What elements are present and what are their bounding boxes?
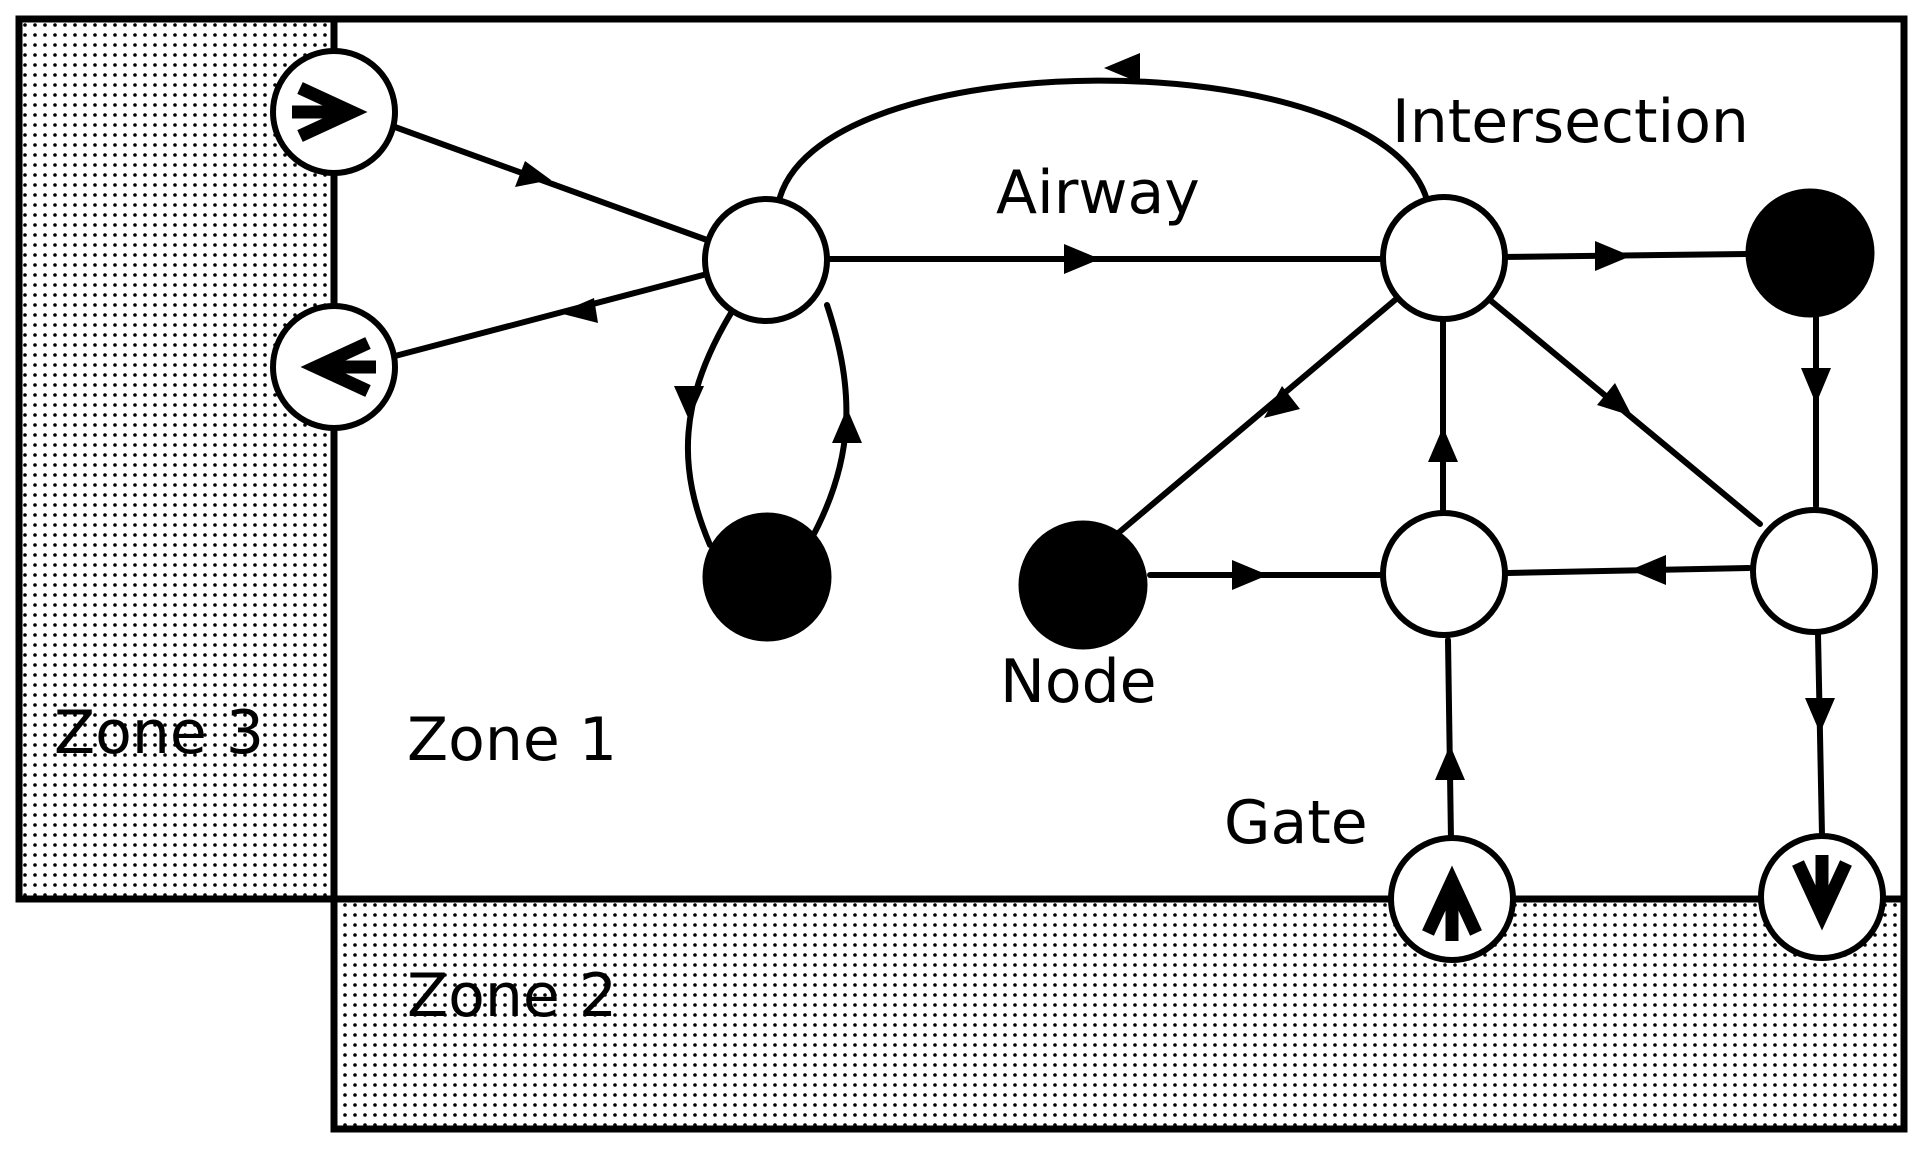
arrowhead-left [1104, 53, 1140, 83]
gates [270, 48, 1886, 963]
arrowhead [1264, 386, 1300, 418]
exit-gate-zone2 [1758, 833, 1886, 961]
airway-label: Airway [996, 158, 1200, 228]
east-filled-node [1745, 188, 1875, 318]
arrowhead [559, 298, 598, 323]
intersection-node [1380, 194, 1508, 322]
arrowhead-right [1064, 244, 1100, 274]
edge-east-open-to-center [1505, 565, 1752, 576]
arrowhead-left [1630, 555, 1666, 585]
edge-hub-to-exit-gate [392, 271, 710, 359]
arrowhead [1597, 383, 1632, 416]
edge-entry-gate-to-hub [392, 124, 710, 243]
node-label: Node [1000, 647, 1157, 717]
arrowheads [515, 53, 1835, 780]
edge-east-open-to-exit-gate [1815, 631, 1825, 838]
zone-1-border [330, 15, 1908, 903]
center-open-node [1380, 510, 1508, 638]
loop-edge-hub-to-filled [684, 302, 739, 548]
west-hub-node [702, 196, 830, 324]
arrowhead-down [1801, 368, 1831, 404]
east-open-node [1750, 507, 1878, 635]
arrowhead [515, 161, 551, 187]
entry-gate-zone2 [1388, 835, 1516, 963]
exit-gate-zone3 [270, 303, 398, 431]
zone-2-area [334, 899, 1904, 1129]
zone-2-label: Zone 2 [407, 961, 617, 1031]
zone-3-label: Zone 3 [54, 698, 264, 768]
gate-label: Gate [1224, 788, 1368, 858]
nodes [702, 188, 1878, 650]
intersection-label: Intersection [1392, 87, 1749, 157]
zone-1-area [334, 19, 1904, 899]
arrowhead-up [1435, 745, 1465, 780]
arrowhead-right [1232, 560, 1268, 590]
arrowhead-down [674, 386, 704, 420]
entry-gate-zone3 [270, 48, 398, 176]
arrowhead-right [1595, 241, 1631, 271]
south-filled-node [1018, 520, 1148, 650]
edge-intersection-to-south-filled [1107, 297, 1398, 543]
zone-3-area [19, 19, 334, 899]
arrowhead-up [1428, 427, 1458, 462]
edge-gate-to-center [1445, 637, 1454, 843]
arrowhead-up [832, 408, 862, 443]
arc-edge-intersection-to-hub [775, 77, 1430, 208]
zones [15, 15, 1908, 1133]
west-loop-filled-node [702, 512, 832, 642]
labels: Intersection Airway Node Gate Zone 1 Zon… [54, 87, 1749, 1031]
arrowhead-down [1805, 698, 1835, 733]
zone-1-label: Zone 1 [407, 705, 617, 775]
